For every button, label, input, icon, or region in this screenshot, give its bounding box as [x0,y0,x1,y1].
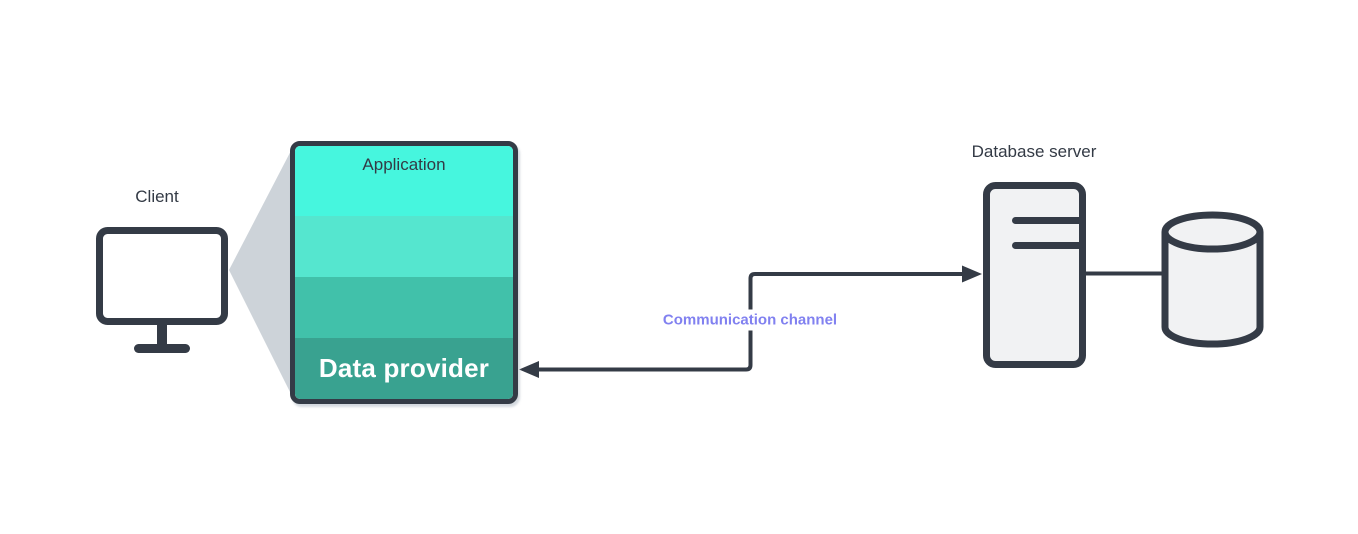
data-provider-label: Data provider [318,353,490,383]
server-vent-slot [1012,242,1083,249]
communication-channel-label: Communication channel [656,309,844,331]
application-box: Application Data provider [290,141,518,404]
cylinder-top-rim [1161,211,1264,253]
arrowhead-left-icon [519,361,539,378]
application-title: Application [362,155,446,174]
server-tower-body [983,182,1086,368]
database-server-icon [983,182,1086,368]
monitor-stand-neck [157,321,167,346]
application-band-3 [295,277,513,338]
arrowhead-right-icon [962,265,982,283]
monitor-stand-base [134,344,190,353]
application-band-1: Application [295,146,513,216]
client-monitor-icon [96,227,228,353]
application-band-2 [295,216,513,277]
database-server-label: Database server [971,141,1097,161]
client-label: Client [135,186,179,206]
focus-beam-triangle [229,143,295,402]
server-vent-slot [1012,217,1083,224]
cylinder-body [1161,232,1264,348]
monitor-screen [96,227,228,325]
application-band-4: Data provider [295,338,513,399]
database-cylinder-icon [1161,211,1264,348]
